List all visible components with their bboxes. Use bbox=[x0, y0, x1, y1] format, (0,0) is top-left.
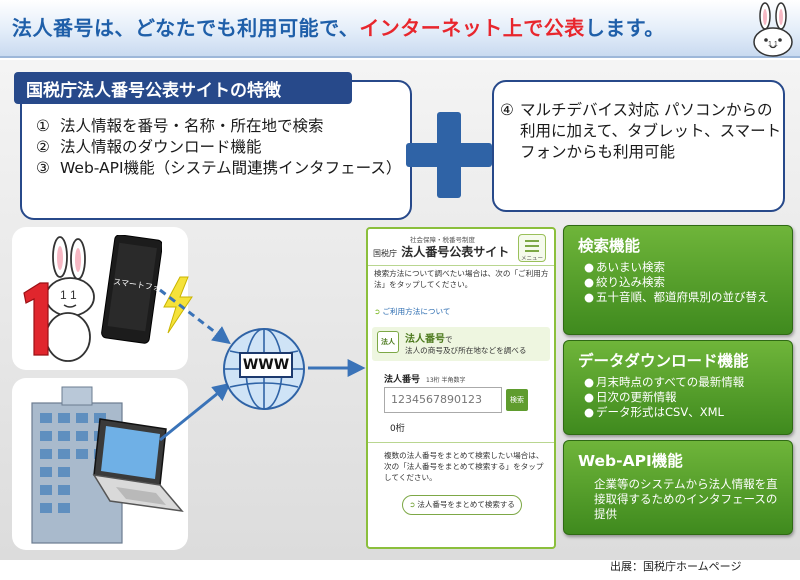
webapi-function-title: Web-API機能 bbox=[578, 452, 683, 470]
function-item: ●日次の更新情報 bbox=[583, 390, 677, 404]
source-credit: 出展：国税庁ホームページ bbox=[610, 560, 742, 573]
search-card-title: 法人番号で bbox=[405, 334, 453, 345]
header-bar bbox=[0, 0, 800, 58]
function-item: ●絞り込み検索 bbox=[583, 275, 665, 289]
laptop-icon bbox=[92, 418, 184, 513]
title-highlight: インターネット上で公表 bbox=[359, 16, 585, 40]
corporation-icon: 法人 bbox=[377, 331, 399, 353]
site-logo-subtitle: 社会保障・税番号制度 bbox=[410, 236, 475, 244]
chevron-right-icon: ➲ bbox=[374, 307, 381, 316]
search-button[interactable]: 検索 bbox=[506, 389, 528, 411]
search-card-subtitle: 法人の商号及び所在地などを調べる bbox=[405, 346, 527, 355]
webapi-function-text: 企業等のシステムから法人情報を直接取得するためのインタフェースの提供 bbox=[594, 477, 778, 521]
search-function-box: 検索機能 ●あいまい検索 ●絞り込み検索 ●五十音順、都道府県別の並び替え bbox=[563, 225, 793, 335]
site-description: 検索方法について調べたい場合は、次の「ご利用方法」をタップしてください。 bbox=[374, 269, 549, 289]
wired-arrow bbox=[159, 382, 231, 442]
smartphone-icon bbox=[101, 235, 162, 344]
corporate-number-input[interactable]: 1234567890123 bbox=[384, 387, 502, 413]
feature-heading: 国税庁法人番号公表サイトの特徴 bbox=[14, 72, 352, 104]
function-item: ●データ形式はCSV、XML bbox=[583, 405, 724, 419]
wireless-arrow bbox=[159, 288, 231, 345]
page-title: 法人番号は、どなたでも利用可能で、インターネット上で公表します。 bbox=[12, 16, 665, 40]
download-function-title: データダウンロード機能 bbox=[578, 352, 749, 370]
digit-count: 0桁 bbox=[390, 424, 405, 434]
site-logo[interactable]: 国税庁 法人番号公表サイト bbox=[373, 245, 510, 259]
webapi-function-box: Web-API機能 企業等のシステムから法人情報を直接取得するためのインタフェー… bbox=[563, 440, 793, 535]
chevron-right-icon: ➲ bbox=[409, 500, 416, 509]
bulk-search-button[interactable]: ➲法人番号をまとめて検索する bbox=[402, 495, 522, 515]
bulk-search-description: 複数の法人番号をまとめて検索したい場合は、次の「法人番号をまとめて検索する」をタ… bbox=[384, 451, 544, 482]
rabbit-mascot-icon: 1 1 bbox=[753, 2, 793, 57]
www-label: WWW bbox=[239, 352, 293, 378]
function-item: ●月末時点のすべての最新情報 bbox=[583, 375, 745, 389]
svg-text:1 1: 1 1 bbox=[768, 41, 778, 48]
usage-link[interactable]: ➲ご利用方法について bbox=[374, 307, 451, 316]
multidevice-text: ④ マルチデバイス対応 パソコンからの利用に加えて、タブレット、スマートフォンか… bbox=[500, 101, 782, 161]
site-menu-button[interactable]: メニュー bbox=[518, 234, 546, 262]
download-function-box: データダウンロード機能 ●月末時点のすべての最新情報 ●日次の更新情報 ●データ… bbox=[563, 340, 793, 435]
multidevice-box bbox=[492, 80, 785, 212]
svg-text:1 1: 1 1 bbox=[60, 288, 77, 302]
site-divider bbox=[368, 265, 554, 266]
search-function-title: 検索機能 bbox=[578, 237, 641, 255]
wireless-icon bbox=[163, 276, 193, 334]
search-card[interactable] bbox=[372, 327, 550, 361]
function-item: ●五十音順、都道府県別の並び替え bbox=[583, 290, 769, 304]
plus-icon-bar bbox=[406, 143, 492, 167]
rabbit-character-icon: 1 1 bbox=[23, 236, 95, 362]
site-divider bbox=[368, 442, 554, 443]
function-item: ●あいまい検索 bbox=[583, 260, 665, 274]
